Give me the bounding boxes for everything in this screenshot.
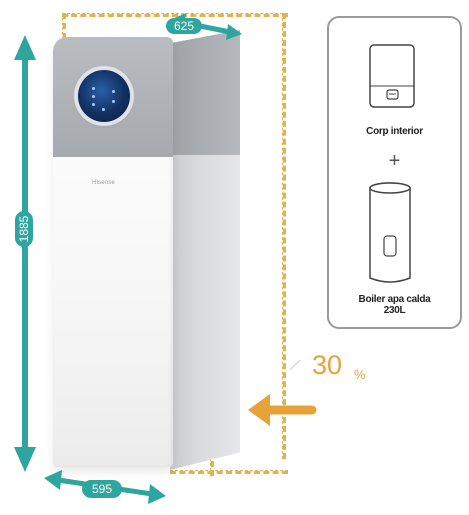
unit-side-top xyxy=(170,30,240,155)
control-dial-icon xyxy=(78,70,130,122)
boiler-label: Boiler apa calda 230L xyxy=(327,294,462,316)
boiler-label-line2: 230L xyxy=(383,305,406,316)
dim-box-bottom xyxy=(170,470,288,474)
brand-logo: Hisense xyxy=(92,180,116,186)
width-dimension-label: 625 xyxy=(166,18,202,34)
efficiency-value: 30 xyxy=(312,350,343,380)
height-arrow-top-icon xyxy=(14,35,36,60)
width-arrow-right-icon xyxy=(226,24,242,40)
unit-side-panel xyxy=(170,30,240,470)
boiler-tank-icon xyxy=(369,182,411,283)
efficiency-unit: % xyxy=(354,367,366,382)
indoor-unit-label: Corp interior xyxy=(366,126,423,137)
depth-arrow-left-icon xyxy=(44,470,62,490)
boiler-label-line1: Boiler apa calda xyxy=(358,294,431,305)
height-dimension-label: 1885 xyxy=(15,211,33,247)
depth-arrow-right-icon xyxy=(148,484,166,504)
orange-arrow-icon xyxy=(248,394,317,426)
indoor-unit-icon xyxy=(369,44,415,108)
height-arrow-bottom-icon xyxy=(14,447,36,472)
depth-dimension-label: 595 xyxy=(82,480,122,498)
leader-tick xyxy=(289,359,301,371)
plus-sign: + xyxy=(388,150,401,172)
dim-box-right xyxy=(282,13,286,459)
